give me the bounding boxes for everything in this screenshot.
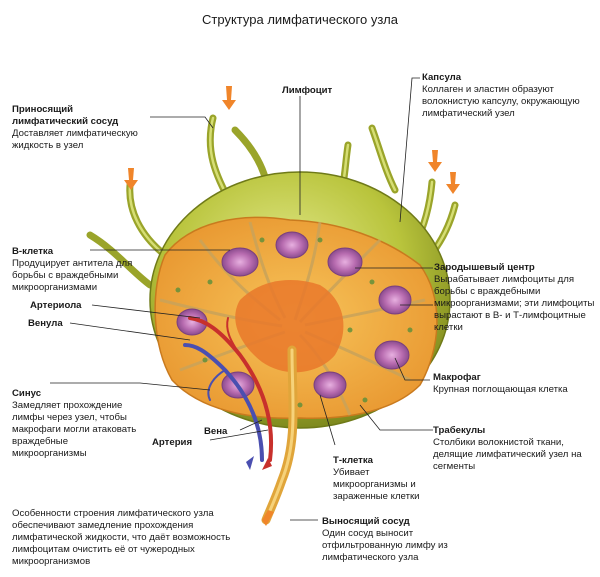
capsule-desc: Коллаген и эластин образуют волокнистую … [422, 84, 580, 119]
label-germinal-center: Зародышевый центр Вырабатывает лимфоциты… [434, 262, 596, 334]
t-cell-desc: Убивает микроорганизмы и зараженные клет… [333, 467, 420, 502]
b-cell-name: В-клетка [12, 246, 54, 257]
label-venule: Венула [28, 318, 63, 329]
leader-lines [50, 77, 433, 521]
label-afferent-vessel: Приносящий лимфатический сосуд Доставляе… [12, 104, 172, 152]
afferent-desc: Доставляет лимфатическую жидкость в узел [12, 128, 138, 151]
blood-vessels [183, 316, 273, 462]
label-sinus: Синус Замедляет прохождение лимфы через … [12, 388, 140, 460]
cells [175, 237, 413, 408]
flow-arrows [124, 86, 460, 526]
diagram-title: Структура лимфатического узла [202, 12, 398, 27]
label-capsule: Капсула Коллаген и эластин образуют воло… [422, 72, 592, 120]
germinal-centers [176, 231, 412, 399]
sinus-desc: Замедляет прохождение лимфы через узел, … [12, 400, 137, 459]
capsule-name: Капсула [422, 72, 462, 83]
label-macrophage: Макрофаг Крупная поглощающая клетка [433, 372, 568, 396]
footnote: Особенности строения лимфатического узла… [12, 508, 231, 567]
efferent-name: Выносящий сосуд [322, 516, 410, 527]
label-artery: Артерия [152, 437, 193, 448]
label-arteriole: Артериола [30, 300, 82, 311]
trabeculae-name: Трабекулы [433, 425, 486, 436]
label-vein: Вена [204, 426, 228, 437]
label-efferent-vessel: Выносящий сосуд Один сосуд выносит отфил… [322, 516, 452, 564]
label-trabeculae: Трабекулы Столбики волокнистой ткани, де… [433, 425, 593, 473]
label-b-cell: В-клетка Продуцирует антитела для борьбы… [12, 246, 160, 294]
macrophage-desc: Крупная поглощающая клетка [433, 384, 568, 395]
medulla [235, 280, 344, 373]
germinal-desc: Вырабатывает лимфоциты для борьбы с враж… [434, 274, 595, 333]
label-t-cell: Т-клетка Убивает микроорганизмы и зараже… [333, 455, 425, 503]
efferent-desc: Один сосуд выносит отфильтрованную лимфу… [322, 528, 448, 563]
t-cell-name: Т-клетка [333, 455, 373, 466]
blood-arrows [246, 456, 272, 470]
macrophage-name: Макрофаг [433, 372, 481, 383]
afferent-name: Приносящий лимфатический сосуд [12, 104, 119, 127]
label-lymphocyte: Лимфоцит [282, 85, 333, 96]
trabeculae-desc: Столбики волокнистой ткани, делящие лимф… [433, 437, 582, 472]
sinus-name: Синус [12, 388, 42, 399]
germinal-name: Зародышевый центр [434, 262, 535, 273]
b-cell-desc: Продуцирует антитела для борьбы с вражде… [12, 258, 133, 293]
